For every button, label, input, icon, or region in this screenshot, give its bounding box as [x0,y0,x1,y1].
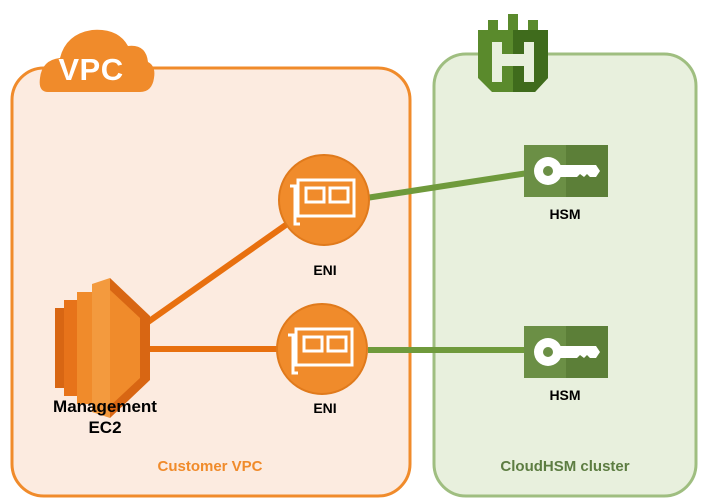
hsm-label: HSM [549,387,581,403]
ec2-to-eni-top-line [146,219,292,325]
ec2-instance-icon [55,278,150,418]
vpc-cloud-icon [39,29,155,92]
cloudhsm-cluster-label: CloudHSM cluster [500,458,630,475]
eni-label: ENI [313,400,337,416]
management-ec2-label: Management EC2 [30,396,180,438]
customer-vpc-label: Customer VPC [157,458,263,475]
hsm-label: HSM [549,206,581,222]
eni-icon [278,154,370,246]
cloudhsm-icon [478,14,548,92]
management-ec2-label-line1: Management [53,397,157,416]
cloudhsm-cluster-container [432,52,698,498]
eni-label: ENI [313,262,337,278]
management-ec2-label-line2: EC2 [88,418,122,437]
hsm-key-icon [524,145,608,197]
eni-icon [276,303,368,395]
hsm-key-icon [524,326,608,378]
eni-top-to-hsm-line [365,170,529,201]
vpc-badge-label: VPC [58,52,124,87]
